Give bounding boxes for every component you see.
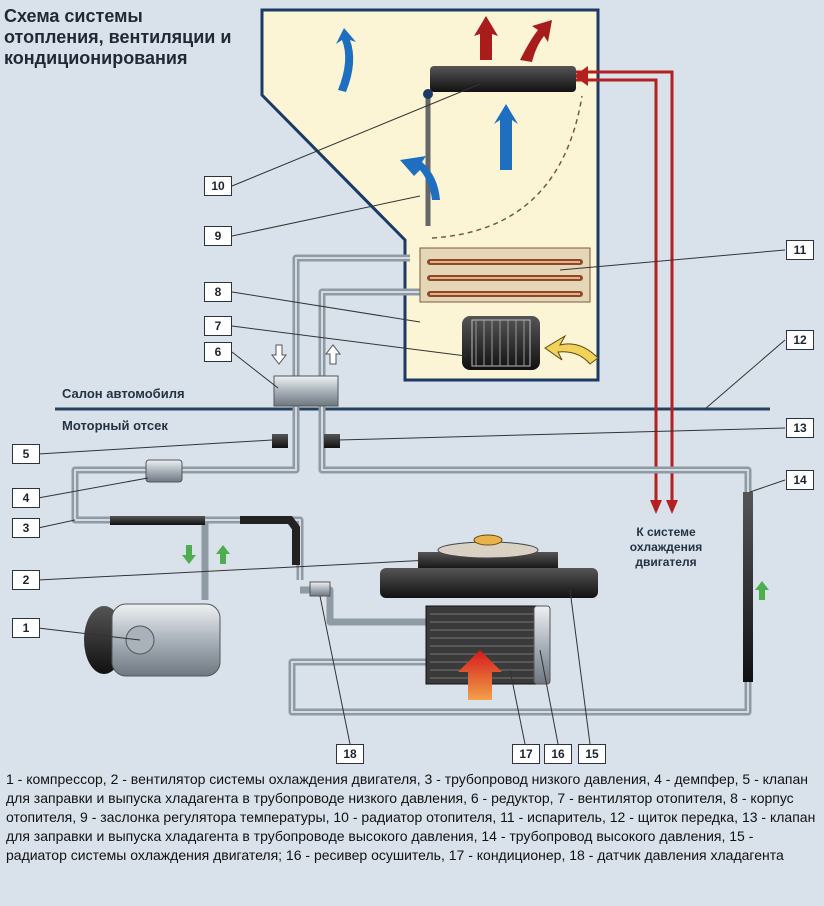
coolant-pipes (574, 70, 674, 505)
title-line: кондиционирования (4, 48, 188, 68)
reducer (273, 375, 339, 407)
low-pressure-hose (110, 516, 205, 525)
callout-2: 2 (12, 570, 40, 590)
callout-6: 6 (204, 342, 232, 362)
flap-path (431, 95, 583, 239)
callout-11: 11 (786, 240, 814, 260)
callout-8: 8 (204, 282, 232, 302)
pressure-sensor (309, 581, 331, 597)
heater-radiator (430, 66, 576, 92)
diagram-title: Схема системы отопления, вентиляции и ко… (4, 6, 254, 69)
cold-air-arrow-1 (336, 28, 356, 92)
flow-arrow-up-cabin (324, 344, 342, 365)
coolant-note-line: охлаждения (629, 540, 703, 554)
callout-1: 1 (12, 618, 40, 638)
callout-16: 16 (544, 744, 572, 764)
receiver-drier (533, 605, 551, 685)
callout-10: 10 (204, 176, 232, 196)
hot-air-arrow-2 (520, 20, 552, 62)
high-pressure-hose (743, 492, 753, 682)
callout-4: 4 (12, 488, 40, 508)
zone-cabin: Салон автомобиля (62, 386, 185, 401)
high-pressure-valve (324, 434, 340, 448)
cold-air-arrow-3 (400, 156, 440, 200)
engine-radiator (380, 568, 598, 598)
callout-9: 9 (204, 226, 232, 246)
title-line: отопления, вентиляции и (4, 27, 232, 47)
callout-15: 15 (578, 744, 606, 764)
flow-arrow-up-engine (216, 545, 230, 564)
intake-arrow (544, 334, 599, 365)
engine-cooling-fan (418, 534, 558, 570)
coolant-note: К системе охлаждения двигателя (596, 525, 736, 570)
flow-arrow-down-cabin (270, 344, 288, 365)
heater-fan (462, 316, 540, 370)
coolant-arrow-down-2 (666, 500, 678, 514)
flow-arrow-down-engine (182, 545, 196, 564)
callout-12: 12 (786, 330, 814, 350)
title-line: Схема системы (4, 6, 143, 26)
leader-lines (37, 83, 786, 745)
hot-air-arrow-3 (458, 650, 502, 700)
legend-text: 1 - компрессор, 2 - вентилятор системы о… (6, 771, 816, 863)
evaporator (419, 247, 591, 303)
callout-18: 18 (336, 744, 364, 764)
damper (145, 459, 183, 483)
coolant-arrow-down (650, 500, 662, 514)
hose-to-fan (240, 516, 300, 565)
callout-13: 13 (786, 418, 814, 438)
scheme-drawing (37, 8, 786, 745)
callout-17: 17 (512, 744, 540, 764)
coolant-note-line: К системе (636, 525, 696, 539)
callout-3: 3 (12, 518, 40, 538)
low-pressure-valve (272, 434, 288, 448)
zone-engine-bay: Моторный отсек (62, 418, 168, 433)
callout-7: 7 (204, 316, 232, 336)
coolant-arrow-in (574, 66, 588, 86)
hvac-scheme: Схема системы отопления, вентиляции и ко… (4, 6, 814, 764)
callout-5: 5 (12, 444, 40, 464)
flow-arrow-up-hp (755, 581, 769, 600)
callout-14: 14 (786, 470, 814, 490)
hot-air-arrow-1 (474, 16, 498, 60)
compressor (84, 603, 221, 677)
coolant-note-line: двигателя (635, 555, 697, 569)
cold-air-arrow-2 (494, 104, 518, 170)
